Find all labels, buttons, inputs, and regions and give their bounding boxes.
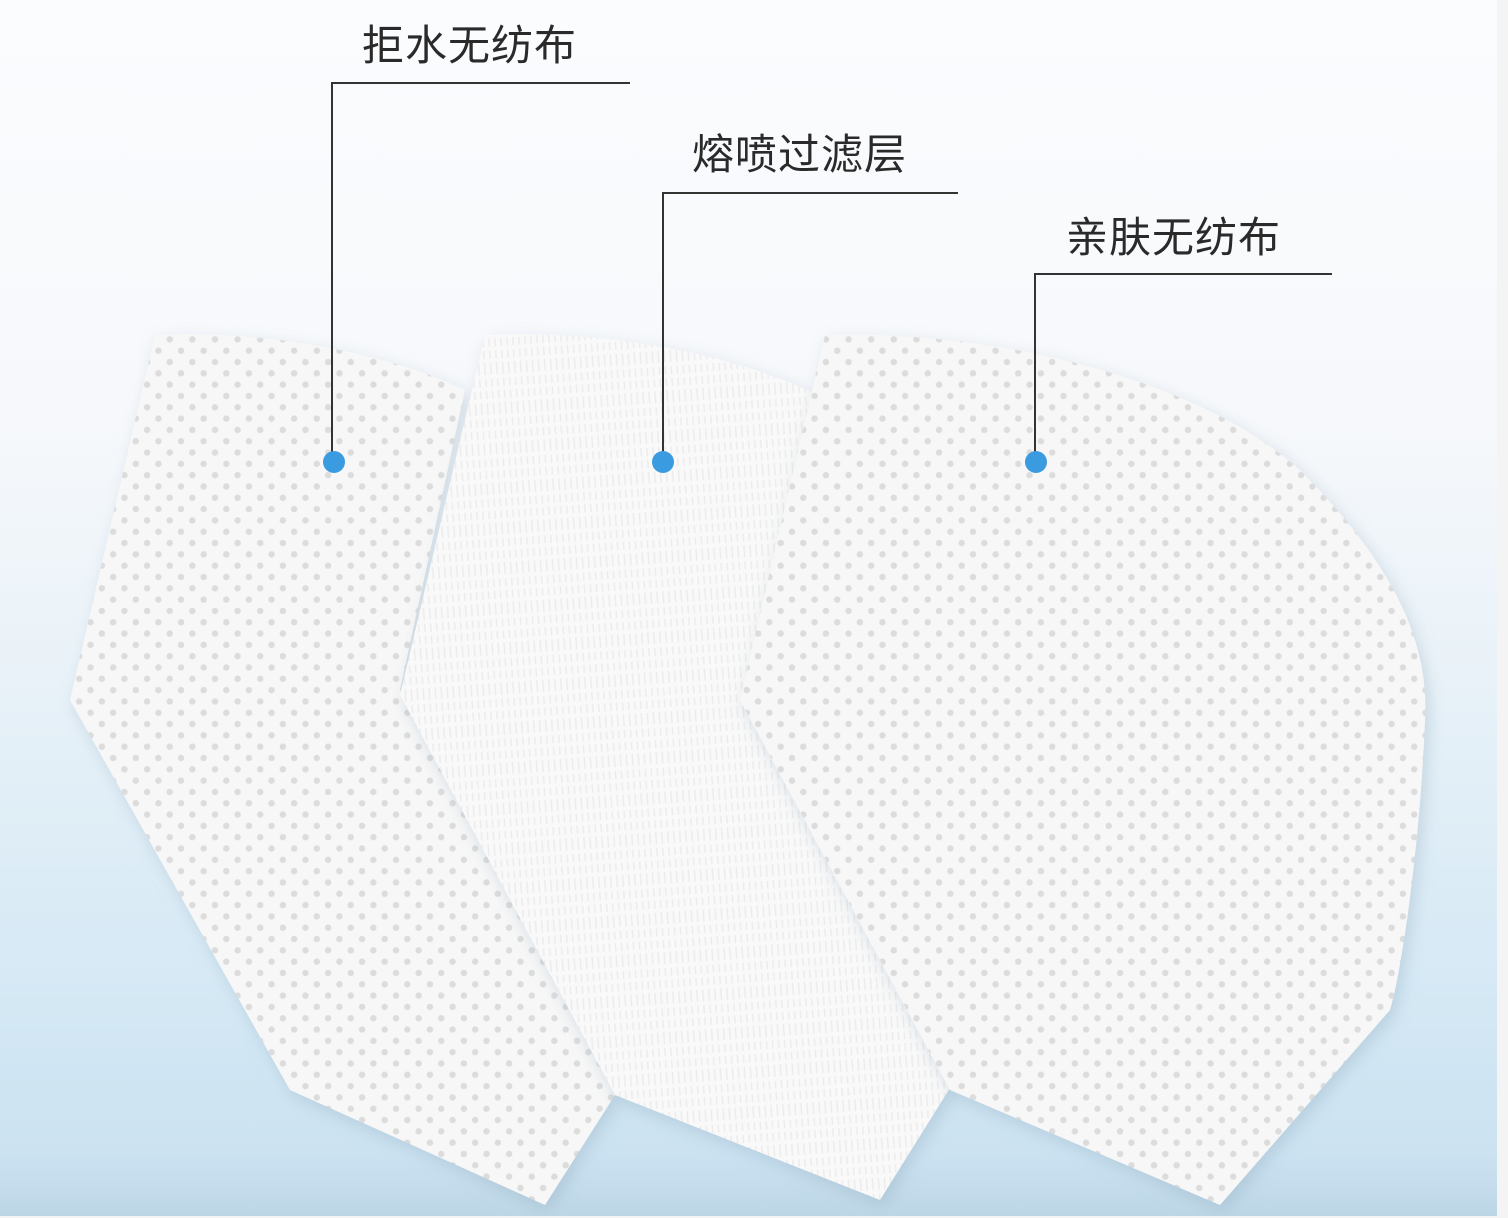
marker-dot-2	[652, 451, 674, 473]
layer-label-water-repellent: 拒水无纺布	[362, 21, 578, 70]
leader-line-2	[662, 192, 958, 462]
leader-line-1	[331, 82, 630, 462]
marker-dot-3	[1025, 451, 1047, 473]
marker-dot-1	[323, 451, 345, 473]
layer-label-meltblown: 熔喷过滤层	[692, 130, 908, 179]
fabric-layer-water-repellent	[70, 334, 615, 1205]
layer-label-skin-friendly: 亲肤无纺布	[1066, 213, 1282, 262]
fabric-layer-meltblown	[400, 334, 950, 1201]
leader-line-3	[1034, 273, 1332, 462]
fabric-layer-skin-friendly	[740, 334, 1426, 1205]
